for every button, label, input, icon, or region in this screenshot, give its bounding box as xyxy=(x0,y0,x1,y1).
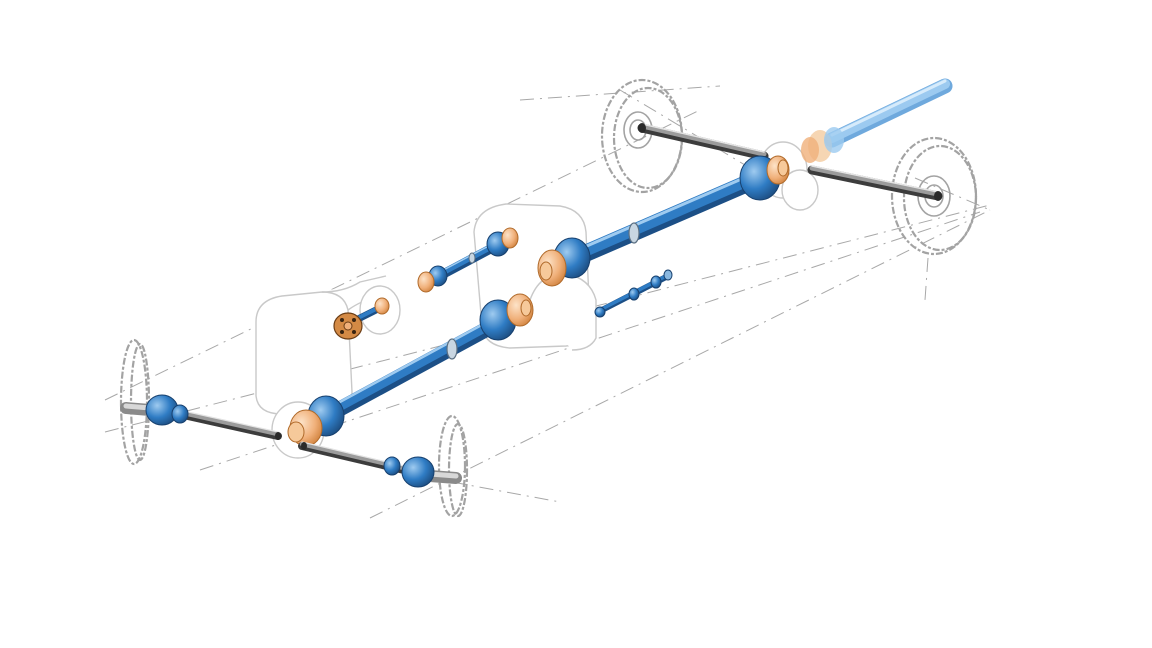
intermediate-shaft xyxy=(417,227,519,293)
steering-shaft xyxy=(594,269,673,318)
rear-left-half-shaft xyxy=(637,123,769,161)
front-left-wheel-sketch xyxy=(119,338,151,466)
flexible-coupling xyxy=(333,297,390,340)
front-right-half-shaft xyxy=(298,441,462,488)
rear-drive-shaft xyxy=(537,155,790,287)
front-drive-shaft xyxy=(287,293,534,447)
rear-drive-shaft-continuation xyxy=(801,78,953,163)
front-right-wheel-sketch xyxy=(437,414,469,518)
front-left-half-shaft xyxy=(120,394,282,440)
rear-right-half-shaft xyxy=(807,165,943,201)
